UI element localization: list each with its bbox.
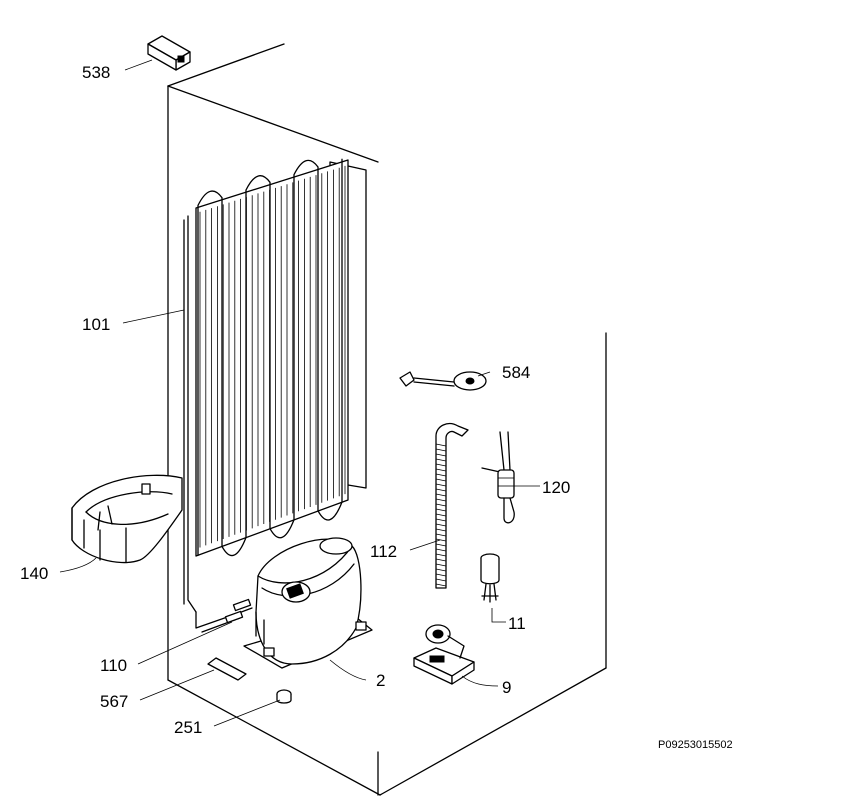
part-labels: 538 101 584 120 112 140 11 110 2 9 567 2…: [20, 63, 733, 751]
part-251-grommet: [276, 689, 292, 704]
label-110: 110: [100, 656, 127, 675]
label-112: 112: [370, 542, 397, 561]
label-584: 584: [502, 363, 530, 382]
label-2: 2: [376, 671, 385, 690]
label-11: 11: [508, 614, 526, 633]
label-567: 567: [100, 692, 128, 711]
label-140: 140: [20, 564, 48, 583]
reference-code: P09253015502: [658, 739, 733, 751]
part-567-bracket: [207, 657, 247, 681]
label-120: 120: [542, 478, 570, 497]
label-251: 251: [174, 718, 202, 737]
cabinet-outline: [167, 43, 607, 796]
part-110-pipe: [195, 598, 253, 633]
part-538-clip: [147, 35, 191, 71]
part-9-housing: [413, 624, 475, 685]
label-101: 101: [82, 315, 110, 334]
leader-lines: [59, 59, 540, 727]
label-538: 538: [82, 63, 110, 82]
part-11-relay: [480, 553, 500, 603]
part-140-drip-tray: [71, 474, 183, 564]
part-584-cable: [399, 371, 487, 391]
part-2-compressor: [243, 537, 373, 669]
part-120-probe: [481, 431, 515, 524]
part-101-condenser: [183, 158, 367, 613]
part-112-drain-tube: [435, 422, 469, 589]
label-9: 9: [502, 678, 511, 697]
